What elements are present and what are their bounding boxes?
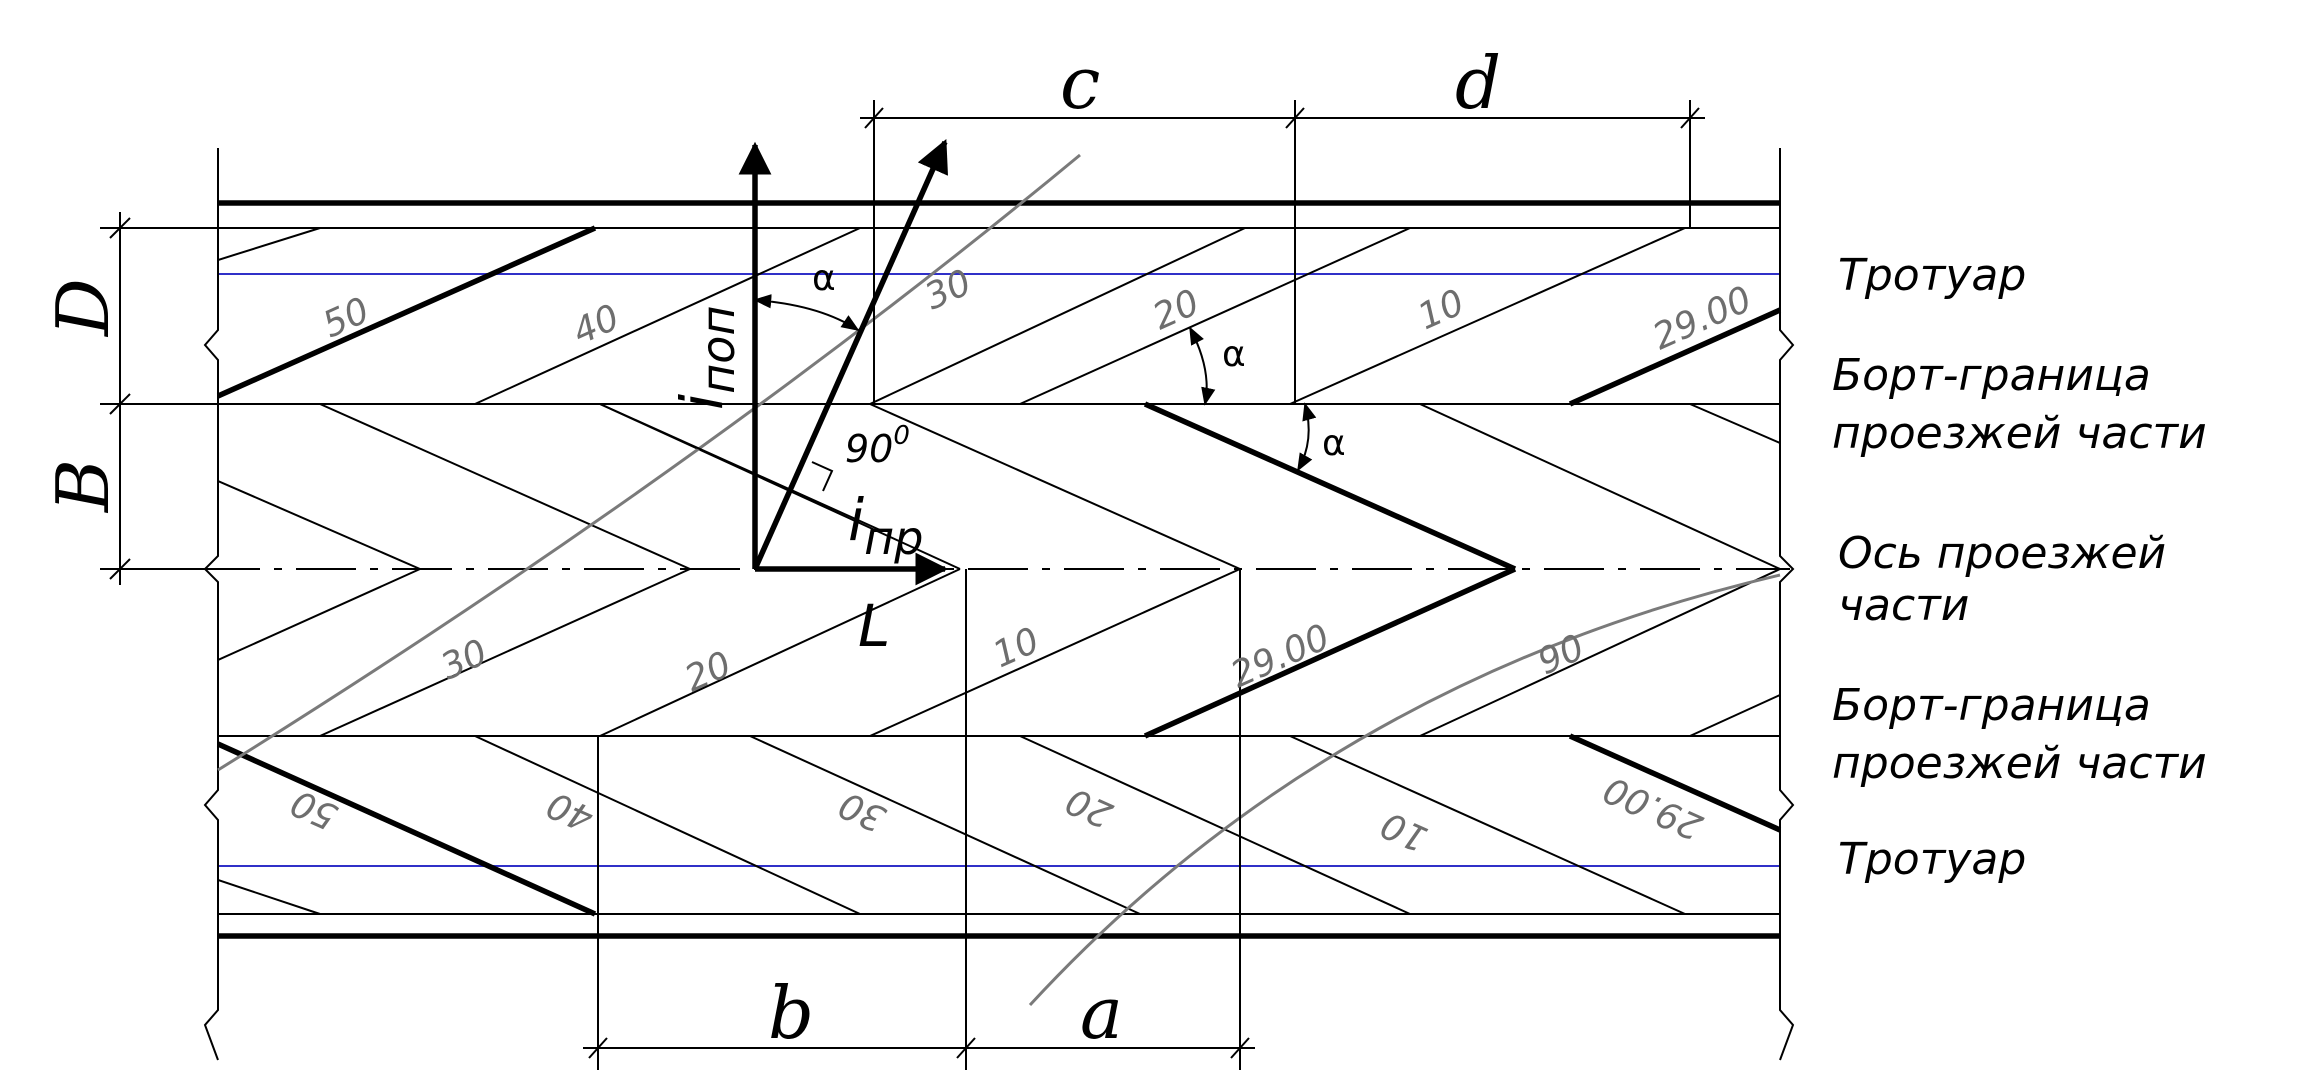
chev-u-2 bbox=[319, 403, 691, 570]
key-contours bbox=[216, 225, 1782, 917]
thick-chevron-upper bbox=[1143, 401, 1517, 572]
contour-mid-20: 20 bbox=[679, 644, 738, 700]
tick-a-right bbox=[1230, 1037, 1250, 1059]
right-break-line bbox=[1779, 148, 1795, 1061]
chev-l-2 bbox=[319, 568, 691, 737]
dim-b-label: b bbox=[768, 971, 814, 1055]
contour-top-30: 30 bbox=[919, 262, 978, 318]
angle-90-value: 90 bbox=[845, 427, 893, 471]
angle-90-degree: 0 bbox=[893, 421, 910, 451]
contour-mid-2900: 29.00 bbox=[1225, 617, 1336, 696]
alpha-label-top: α bbox=[1222, 334, 1246, 375]
hatch-bot-5 bbox=[1289, 735, 1686, 915]
road-boundaries bbox=[200, 200, 1790, 939]
thick-top-left bbox=[216, 225, 597, 399]
dim-B-label: B bbox=[41, 459, 125, 514]
chev-u-1 bbox=[218, 480, 421, 570]
hatch-top-4 bbox=[1019, 227, 1411, 405]
hatch-bot-1 bbox=[218, 879, 321, 915]
chev-l-6 bbox=[1689, 694, 1780, 737]
thick-bottom-right bbox=[1568, 733, 1782, 833]
contour-labels: 50 40 30 20 10 29.00 30 20 10 29.00 90 5… bbox=[285, 262, 1758, 859]
right-angle-mark bbox=[811, 461, 834, 492]
contour-top-10: 10 bbox=[1412, 282, 1471, 338]
hatch-top-5 bbox=[1289, 227, 1686, 405]
contour-bot-50: 50 bbox=[285, 781, 344, 837]
contour-hatching bbox=[218, 227, 1780, 915]
chev-l-3 bbox=[599, 568, 961, 737]
chev-u-4 bbox=[869, 403, 1241, 570]
alpha-arc-top bbox=[1189, 326, 1216, 406]
tick-D-top bbox=[109, 217, 131, 239]
dim-left: D B bbox=[41, 212, 218, 585]
left-break-line bbox=[203, 148, 219, 1061]
label-curb-bottom-2: проезжей части bbox=[1832, 738, 2207, 789]
tick-D-bot bbox=[109, 393, 131, 415]
chev-u-6 bbox=[1689, 403, 1780, 444]
chev-u-5 bbox=[1419, 403, 1780, 570]
label-sidewalk-bottom: Тротуар bbox=[1838, 834, 2026, 885]
tick-c-left bbox=[864, 107, 884, 129]
right-labels: Тротуар Борт-граница проезжей части Ось … bbox=[1832, 250, 2207, 885]
hatch-top-3 bbox=[869, 227, 1246, 405]
dim-c-label: c bbox=[1060, 41, 1100, 125]
i-pr-symbol: iпр bbox=[848, 486, 923, 565]
slope-vectors bbox=[599, 138, 1317, 586]
hatch-bot-4 bbox=[1019, 735, 1411, 915]
thick-bottom-left bbox=[216, 741, 597, 917]
tick-B-bot bbox=[109, 558, 131, 580]
dim-bottom: b a bbox=[583, 569, 1255, 1070]
tick-c-right bbox=[1285, 107, 1305, 129]
chev-l-1 bbox=[218, 568, 421, 661]
dim-top: c d bbox=[860, 41, 1705, 404]
thick-chevron-lower bbox=[1143, 566, 1517, 739]
contour-mid-10: 10 bbox=[987, 620, 1046, 676]
alpha-arc-curb bbox=[1297, 402, 1317, 472]
contour-top-40: 40 bbox=[567, 297, 626, 353]
contour-top-50: 50 bbox=[317, 290, 376, 346]
i-pr-base: i bbox=[848, 486, 864, 554]
dim-a-label: a bbox=[1080, 971, 1123, 1055]
angle-90-label: 900 bbox=[845, 421, 910, 471]
contour-bot-30: 30 bbox=[833, 783, 892, 839]
label-curb-top-2: проезжей части bbox=[1832, 408, 2207, 459]
hatch-top-2 bbox=[474, 227, 861, 405]
contour-bot-40: 40 bbox=[541, 783, 600, 839]
i-pop-symbol: iпоп bbox=[668, 306, 745, 410]
contour-bot-20: 20 bbox=[1060, 779, 1119, 835]
gray-curve-right bbox=[1028, 573, 1781, 1007]
hatch-top-1 bbox=[218, 227, 321, 261]
L-symbol: L bbox=[858, 592, 890, 660]
dim-D-label: D bbox=[41, 278, 125, 338]
vector-i-pr bbox=[752, 138, 949, 571]
chev-l-5 bbox=[1419, 568, 1780, 737]
contour-top-20: 20 bbox=[1147, 282, 1206, 338]
thick-top-right bbox=[1568, 307, 1782, 407]
hatch-bot-3 bbox=[749, 735, 1141, 915]
label-axis-2: части bbox=[1838, 580, 1969, 631]
tick-b-left bbox=[588, 1037, 608, 1059]
tick-d-right bbox=[1680, 107, 1700, 129]
chev-l-4 bbox=[869, 568, 1241, 737]
contour-bot-10: 10 bbox=[1375, 803, 1434, 859]
hatch-bot-2 bbox=[474, 735, 861, 915]
alpha-label-curb: α bbox=[1322, 423, 1346, 464]
alpha-arc-vector bbox=[753, 294, 860, 331]
i-pop-sub: поп bbox=[691, 306, 745, 394]
label-curb-bottom-1: Борт-граница bbox=[1832, 680, 2151, 731]
alpha-label-vector: α bbox=[812, 258, 836, 299]
label-axis-1: Ось проезжей bbox=[1838, 528, 2166, 579]
gray-curve-left bbox=[217, 153, 1081, 772]
label-curb-top-1: Борт-граница bbox=[1832, 350, 2151, 401]
label-sidewalk-top: Тротуар bbox=[1838, 250, 2026, 301]
i-pop-base: i bbox=[668, 394, 736, 410]
i-pr-sub: пр bbox=[864, 511, 923, 565]
perpendicular-line bbox=[599, 403, 881, 531]
vector-symbols: iпоп iпр L 900 α α α bbox=[668, 258, 1346, 660]
contour-bot-2900: 29.00 bbox=[1598, 768, 1709, 847]
tick-b-right bbox=[956, 1037, 976, 1059]
profile-curves bbox=[217, 153, 1781, 1007]
dim-d-label: d bbox=[1455, 41, 1501, 125]
